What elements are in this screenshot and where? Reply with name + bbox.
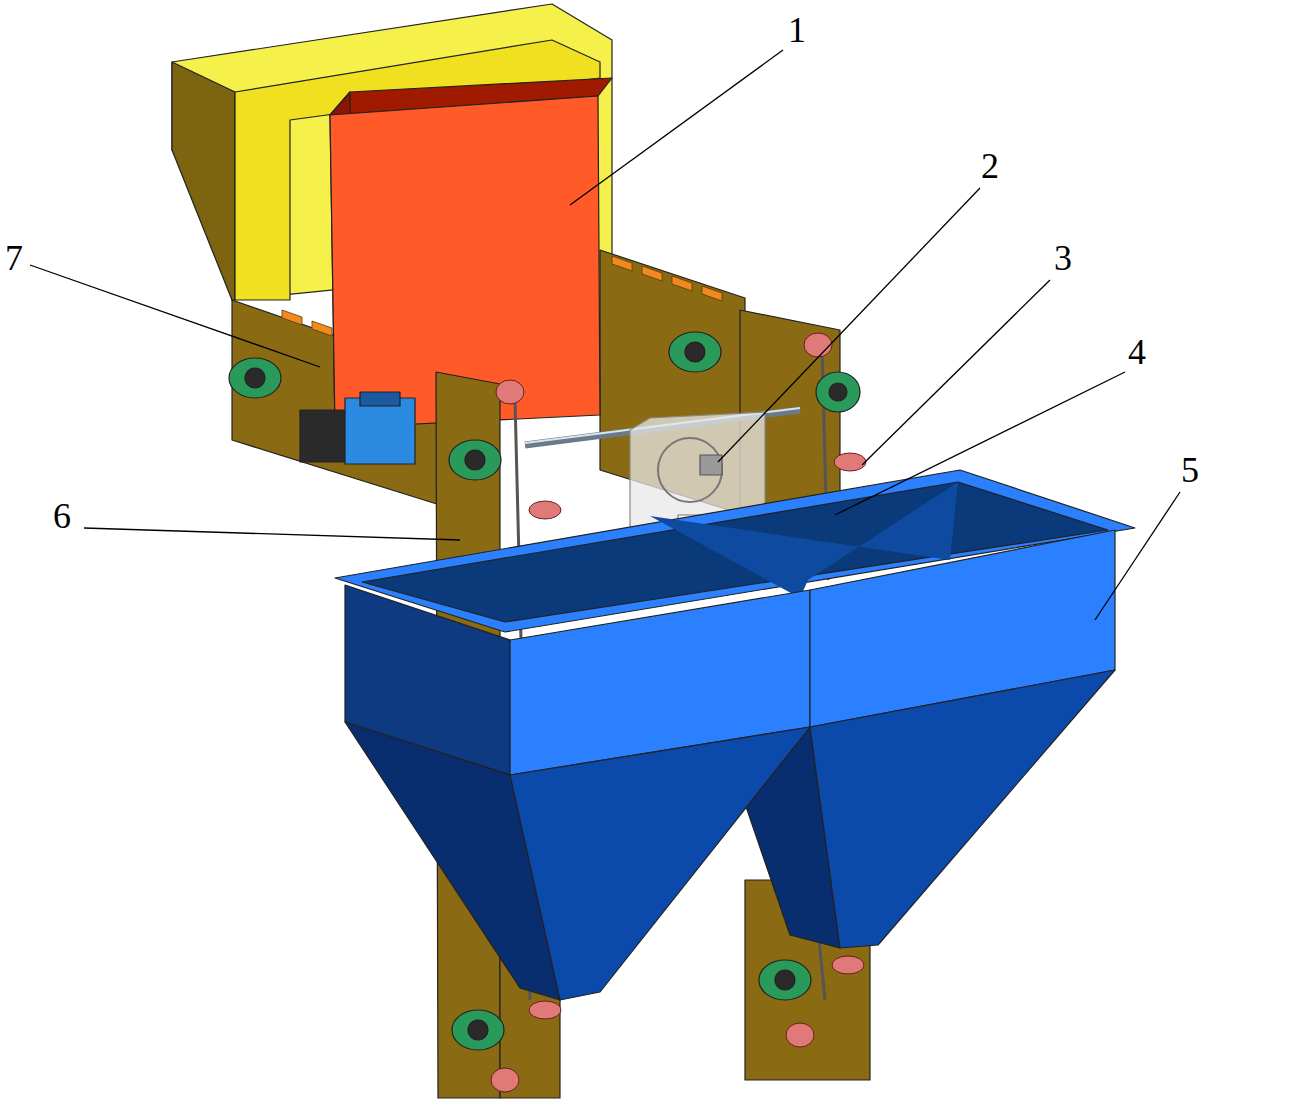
callout-number: 6 xyxy=(53,498,71,534)
motor-box xyxy=(345,398,415,464)
motor-body xyxy=(300,410,348,462)
bearing xyxy=(229,332,860,1050)
hopper-taper xyxy=(345,722,560,1000)
sensor-block xyxy=(700,455,722,475)
callout-number: 1 xyxy=(788,12,806,48)
hopper-side xyxy=(172,62,235,300)
callout-number: 4 xyxy=(1128,334,1146,370)
motor-box xyxy=(360,392,400,406)
callout-number: 7 xyxy=(5,240,23,276)
hopper-taper xyxy=(510,727,810,1000)
hopper-taper xyxy=(810,670,1115,948)
callout-number: 5 xyxy=(1181,452,1199,488)
leader-line xyxy=(30,50,1180,620)
callout-number: 2 xyxy=(981,148,999,184)
sensor-wheel xyxy=(658,438,722,502)
callout-number: 3 xyxy=(1054,240,1072,276)
